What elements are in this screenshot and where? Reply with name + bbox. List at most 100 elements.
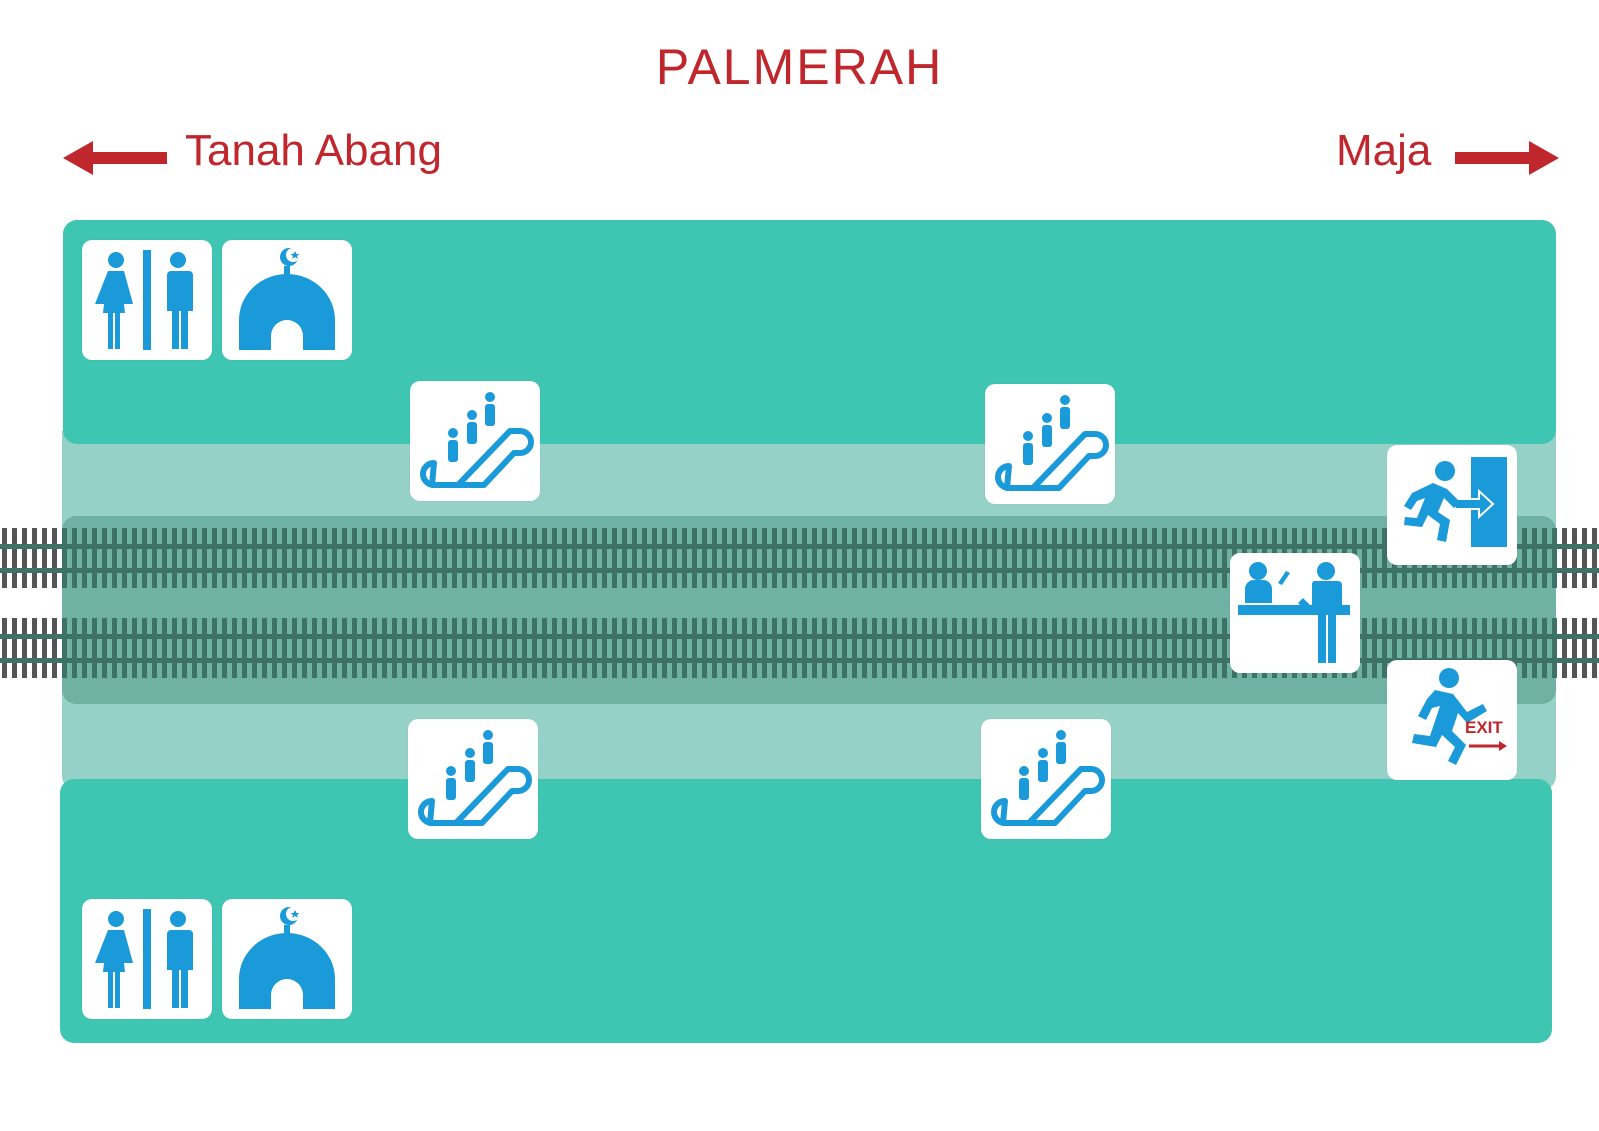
track-sleeper — [672, 618, 677, 678]
track-sleeper — [522, 528, 527, 588]
track-sleeper — [522, 618, 527, 678]
track-sleeper — [2, 528, 7, 588]
track-sleeper — [1492, 618, 1497, 678]
track-sleeper — [1542, 528, 1547, 588]
track-sleeper — [432, 618, 437, 678]
track-sleeper — [622, 618, 627, 678]
track-sleeper — [362, 528, 367, 588]
track-sleeper — [462, 618, 467, 678]
escalator-icon — [985, 384, 1115, 504]
track-sleeper — [912, 618, 917, 678]
track-sleeper — [512, 618, 517, 678]
escalator-icon — [408, 719, 538, 839]
track-sleeper — [462, 528, 467, 588]
track-sleeper — [1002, 618, 1007, 678]
track-sleeper — [752, 528, 757, 588]
restroom-icon — [82, 899, 212, 1019]
track-sleeper — [1122, 618, 1127, 678]
track-sleeper — [862, 528, 867, 588]
track-sleeper — [822, 528, 827, 588]
track-rail — [0, 634, 1599, 639]
track-sleeper — [852, 528, 857, 588]
track-sleeper — [1132, 618, 1137, 678]
track-sleeper — [532, 528, 537, 588]
track-sleeper — [702, 528, 707, 588]
track-sleeper — [582, 528, 587, 588]
track-sleeper — [1172, 528, 1177, 588]
track-sleeper — [1202, 528, 1207, 588]
escalator-icon — [981, 719, 1111, 839]
exit-door-sign — [1387, 445, 1517, 565]
track-sleeper — [1382, 528, 1387, 588]
escalator-sign-south-east — [981, 719, 1111, 839]
track-sleeper — [1092, 528, 1097, 588]
track-sleeper — [702, 618, 707, 678]
track-sleeper — [162, 618, 167, 678]
track-sleeper — [252, 528, 257, 588]
track-sleeper — [962, 528, 967, 588]
track-sleeper — [1082, 528, 1087, 588]
track-sleeper — [942, 618, 947, 678]
track-sleeper — [872, 528, 877, 588]
track-sleeper — [612, 528, 617, 588]
track-sleeper — [1542, 618, 1547, 678]
track-sleeper — [712, 618, 717, 678]
track-sleeper — [492, 618, 497, 678]
track-sleeper — [982, 528, 987, 588]
track-sleeper — [382, 618, 387, 678]
track-sleeper — [382, 528, 387, 588]
track-sleeper — [632, 618, 637, 678]
track-sleeper — [772, 618, 777, 678]
track-sleeper — [282, 528, 287, 588]
track-sleeper — [122, 618, 127, 678]
track-sleeper — [52, 528, 57, 588]
track-sleeper — [1522, 618, 1527, 678]
track-sleeper — [582, 618, 587, 678]
track-sleeper — [1032, 618, 1037, 678]
track-sleeper — [1192, 618, 1197, 678]
track-sleeper — [752, 618, 757, 678]
track-sleeper — [122, 528, 127, 588]
track-sleeper — [742, 618, 747, 678]
track-sleeper — [1142, 618, 1147, 678]
track-sleeper — [902, 528, 907, 588]
restroom-sign-north — [82, 240, 212, 360]
track-sleeper — [72, 618, 77, 678]
track-sleeper — [1472, 618, 1477, 678]
restroom-icon — [82, 240, 212, 360]
track-sleeper — [392, 528, 397, 588]
track-sleeper — [482, 528, 487, 588]
track-sleeper — [1092, 618, 1097, 678]
track-sleeper — [1012, 528, 1017, 588]
track-sleeper — [1582, 618, 1587, 678]
track-sleeper — [1592, 618, 1597, 678]
emergency-exit-sign: EXIT — [1387, 660, 1517, 780]
track-sleeper — [1212, 618, 1217, 678]
track-sleeper — [1162, 618, 1167, 678]
track-sleeper — [1172, 618, 1177, 678]
track-sleeper — [242, 618, 247, 678]
track-sleeper — [172, 618, 177, 678]
track-sleeper — [442, 528, 447, 588]
track-sleeper — [432, 528, 437, 588]
track-sleeper — [142, 528, 147, 588]
escalator-sign-south-west — [408, 719, 538, 839]
track-sleeper — [292, 528, 297, 588]
track-sleeper — [682, 528, 687, 588]
track-sleeper — [412, 528, 417, 588]
track-sleeper — [1432, 618, 1437, 678]
track-sleeper — [1402, 618, 1407, 678]
track-sleeper — [232, 618, 237, 678]
track-sleeper — [512, 528, 517, 588]
track-sleeper — [132, 528, 137, 588]
track-sleeper — [832, 618, 837, 678]
track-sleeper — [302, 528, 307, 588]
track-sleeper — [952, 618, 957, 678]
track-sleeper — [772, 528, 777, 588]
track-sleeper — [572, 528, 577, 588]
direction-left-label: Tanah Abang — [185, 126, 442, 175]
track-sleeper — [1502, 618, 1507, 678]
track-sleeper — [302, 618, 307, 678]
restroom-sign-south — [82, 899, 212, 1019]
track-sleeper — [1062, 528, 1067, 588]
